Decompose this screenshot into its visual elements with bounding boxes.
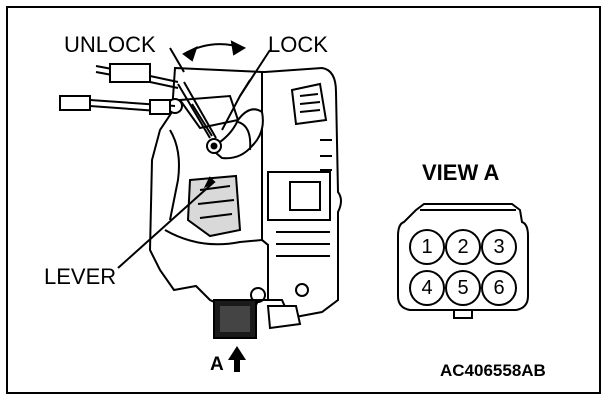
connector-pin: 4 [421,277,433,299]
connector-pin: 1 [421,236,433,258]
lever-leader [117,176,216,269]
connector-pin: 5 [457,277,469,299]
figure-border [6,6,601,394]
lever-label: LEVER [44,264,117,289]
view-a-label: VIEW A [422,160,500,185]
view-a-connector-outline [397,203,529,319]
unlock-label: UNLOCK [64,32,156,57]
figure-code: AC406558AB [440,361,546,380]
bottom-connector [213,299,302,339]
view-a-arrow [228,346,246,372]
lever-arm [167,98,264,160]
arrow-a-label: A [210,354,224,375]
lock-label: LOCK [268,32,328,57]
connector-pin: 3 [493,236,505,258]
linkage-rods [59,63,251,139]
actuator-housing [261,66,342,320]
swing-arc [169,40,271,97]
connector-pin: 2 [457,236,469,258]
connector-pin: 6 [493,277,505,299]
